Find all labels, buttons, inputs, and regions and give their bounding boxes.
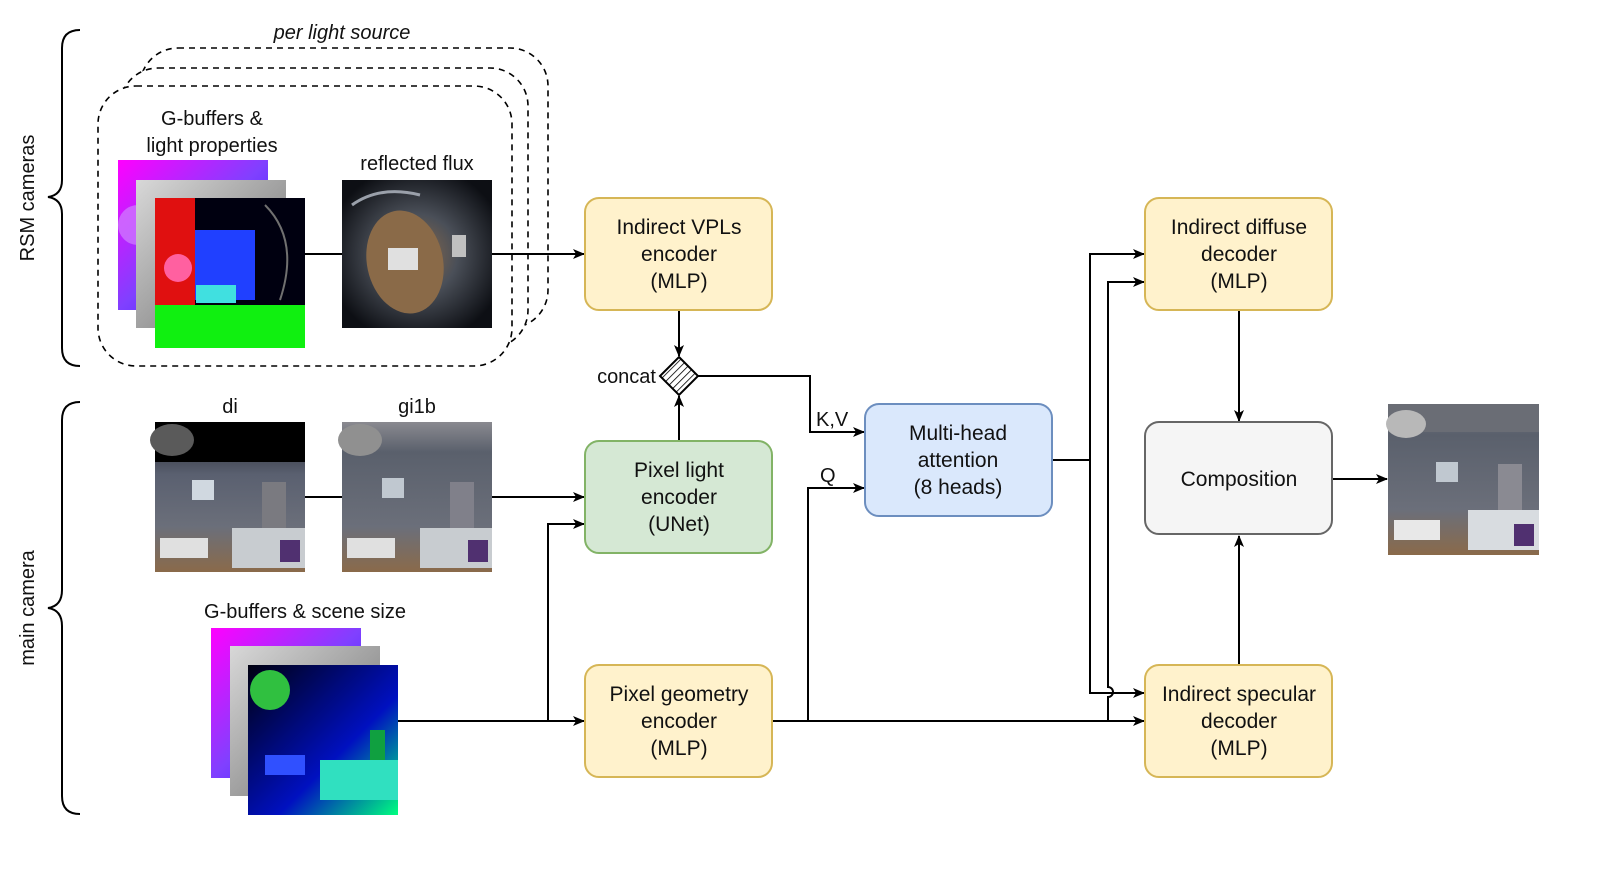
svg-text:Indirect diffuse: Indirect diffuse (1171, 216, 1307, 239)
pixel-light-encoder-block: Pixel light encoder (UNet) (584, 440, 773, 554)
rsm-cameras-label: RSM cameras (17, 135, 39, 262)
q-label: Q (820, 465, 836, 487)
pixel-geometry-encoder-block: Pixel geometry encoder (MLP) (584, 664, 773, 778)
gi1b-label: gi1b (398, 396, 436, 418)
di-label: di (222, 396, 238, 418)
di-image (150, 422, 305, 572)
gbuffers-scene-label: G-buffers & scene size (204, 601, 406, 623)
main-gbuffer-stack (211, 628, 398, 815)
svg-text:Multi-head: Multi-head (909, 422, 1007, 445)
attention-block: Multi-head attention (8 heads) (864, 403, 1053, 517)
kv-label: K,V (816, 409, 849, 431)
svg-text:encoder: encoder (641, 710, 717, 733)
final-render-image (1386, 404, 1539, 555)
reflected-flux-label: reflected flux (360, 153, 473, 175)
reflected-flux-image (342, 180, 492, 328)
gi1b-image (338, 422, 492, 572)
diffuse-decoder-block: Indirect diffuse decoder (MLP) (1144, 197, 1333, 311)
svg-text:Indirect specular: Indirect specular (1162, 683, 1316, 706)
svg-text:(MLP): (MLP) (650, 270, 707, 293)
svg-text:Indirect VPLs: Indirect VPLs (617, 216, 742, 239)
svg-text:decoder: decoder (1201, 243, 1277, 266)
per-light-source-label: per light source (273, 22, 411, 44)
concat-label: concat (597, 366, 656, 388)
svg-text:(UNet): (UNet) (648, 513, 710, 536)
svg-text:encoder: encoder (641, 486, 717, 509)
svg-text:(MLP): (MLP) (650, 737, 707, 760)
arrow-gbuffer-to-pixel-light (547, 519, 585, 721)
svg-text:attention: attention (918, 449, 999, 472)
main-camera-brace (47, 401, 81, 815)
svg-text:decoder: decoder (1201, 710, 1277, 733)
vpl-encoder-block: Indirect VPLs encoder (MLP) (584, 197, 773, 311)
arrow-attention-to-specular (1089, 460, 1145, 698)
svg-text:(8 heads): (8 heads) (914, 476, 1003, 499)
svg-text:Pixel geometry: Pixel geometry (610, 683, 749, 706)
arrow-geometry-to-attention-q (771, 483, 865, 722)
specular-decoder-block: Indirect specular decoder (MLP) (1144, 664, 1333, 778)
svg-text:(MLP): (MLP) (1210, 737, 1267, 760)
concat-node (658, 355, 700, 397)
gbuffers-light-label-1: G-buffers & (161, 108, 264, 130)
svg-text:(MLP): (MLP) (1210, 270, 1267, 293)
arrow-attention-to-diffuse (1052, 249, 1145, 461)
rsm-gbuffer-stack (118, 160, 305, 348)
gbuffers-light-label-2: light properties (146, 135, 277, 157)
arrow-concat-to-attention-kv (698, 375, 865, 437)
rsm-brace (47, 29, 81, 367)
svg-text:Pixel light: Pixel light (634, 459, 724, 482)
composition-block: Composition (1144, 421, 1333, 535)
arrow-geometry-to-diffuse (1107, 277, 1145, 721)
svg-text:encoder: encoder (641, 243, 717, 266)
main-camera-label: main camera (17, 549, 39, 665)
svg-text:Composition: Composition (1181, 468, 1298, 491)
